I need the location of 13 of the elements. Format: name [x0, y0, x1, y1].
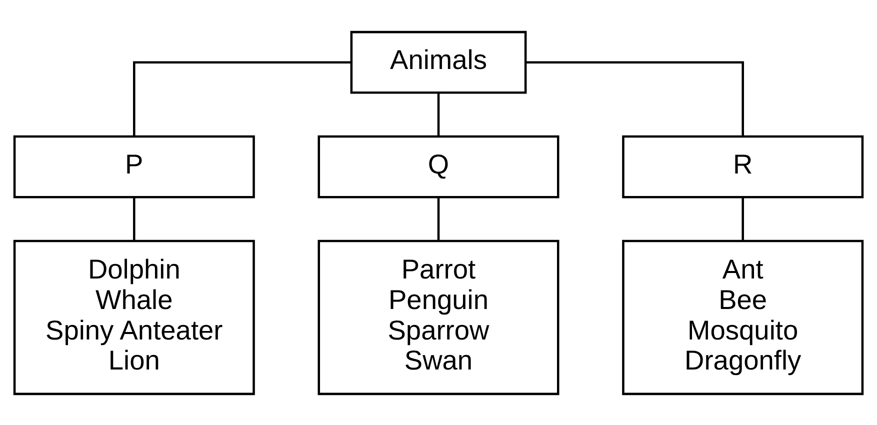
connector — [526, 60, 744, 136]
connector — [742, 196, 744, 240]
connector — [437, 196, 440, 240]
node-box: Ant Bee Mosquito Dragonfly — [622, 239, 864, 395]
node-box: Parrot Penguin Sparrow Swan — [318, 239, 560, 395]
node-box: P — [13, 134, 255, 198]
node-box: Animals — [350, 30, 527, 94]
node-box: Dolphin Whale Spiny Anteater Lion — [13, 239, 255, 395]
node-box: R — [622, 134, 864, 198]
node-box: Q — [318, 134, 560, 198]
connector — [133, 60, 352, 136]
connector — [437, 92, 440, 136]
connector — [133, 196, 136, 240]
